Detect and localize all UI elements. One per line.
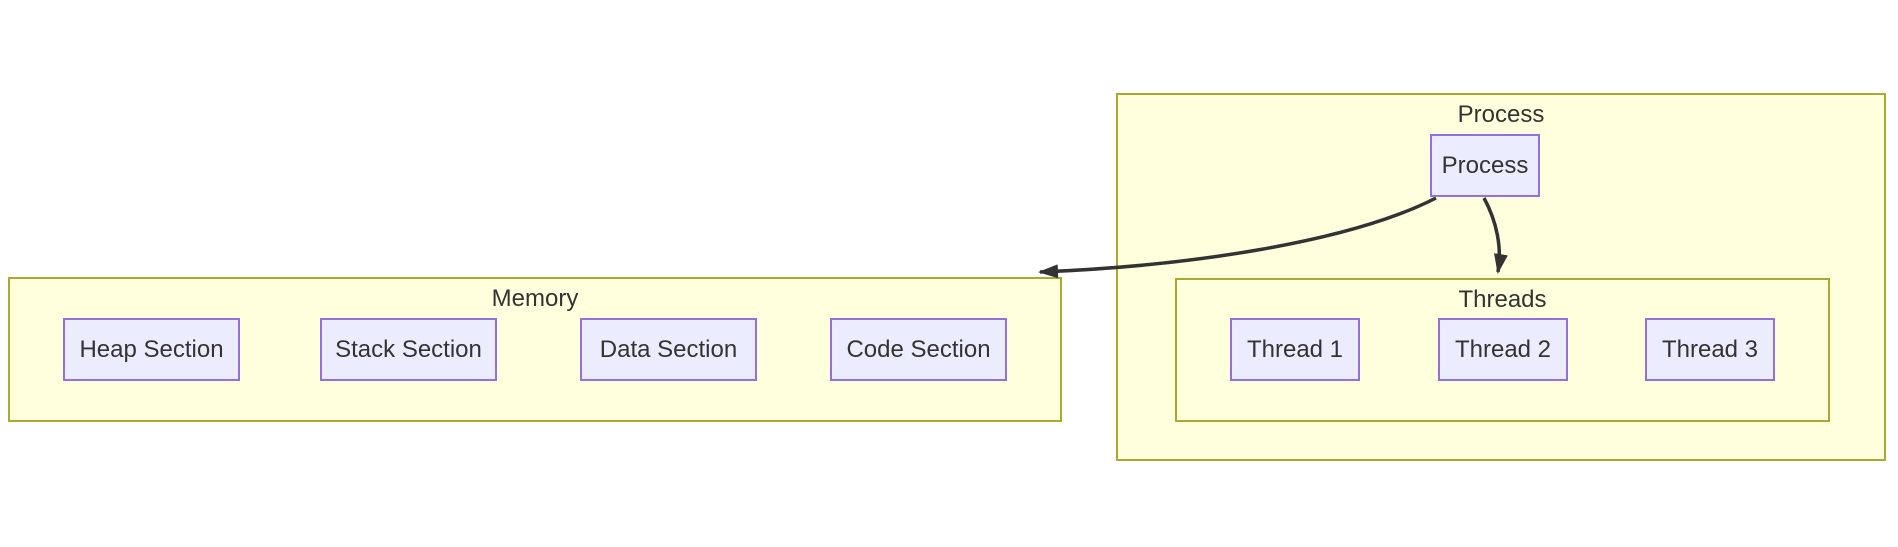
cluster-memory-title: Memory xyxy=(491,285,579,312)
node-thread-1: Thread 1 xyxy=(1230,318,1360,381)
node-process: Process xyxy=(1430,134,1540,197)
node-stack-section: Stack Section xyxy=(320,318,497,381)
node-data-section: Data Section xyxy=(580,318,757,381)
cluster-process-title: Process xyxy=(1457,101,1545,128)
node-heap-section: Heap Section xyxy=(63,318,240,381)
node-thread-3: Thread 3 xyxy=(1645,318,1775,381)
node-thread-2: Thread 2 xyxy=(1438,318,1568,381)
node-code-section: Code Section xyxy=(830,318,1007,381)
cluster-threads-title: Threads xyxy=(1458,286,1547,313)
